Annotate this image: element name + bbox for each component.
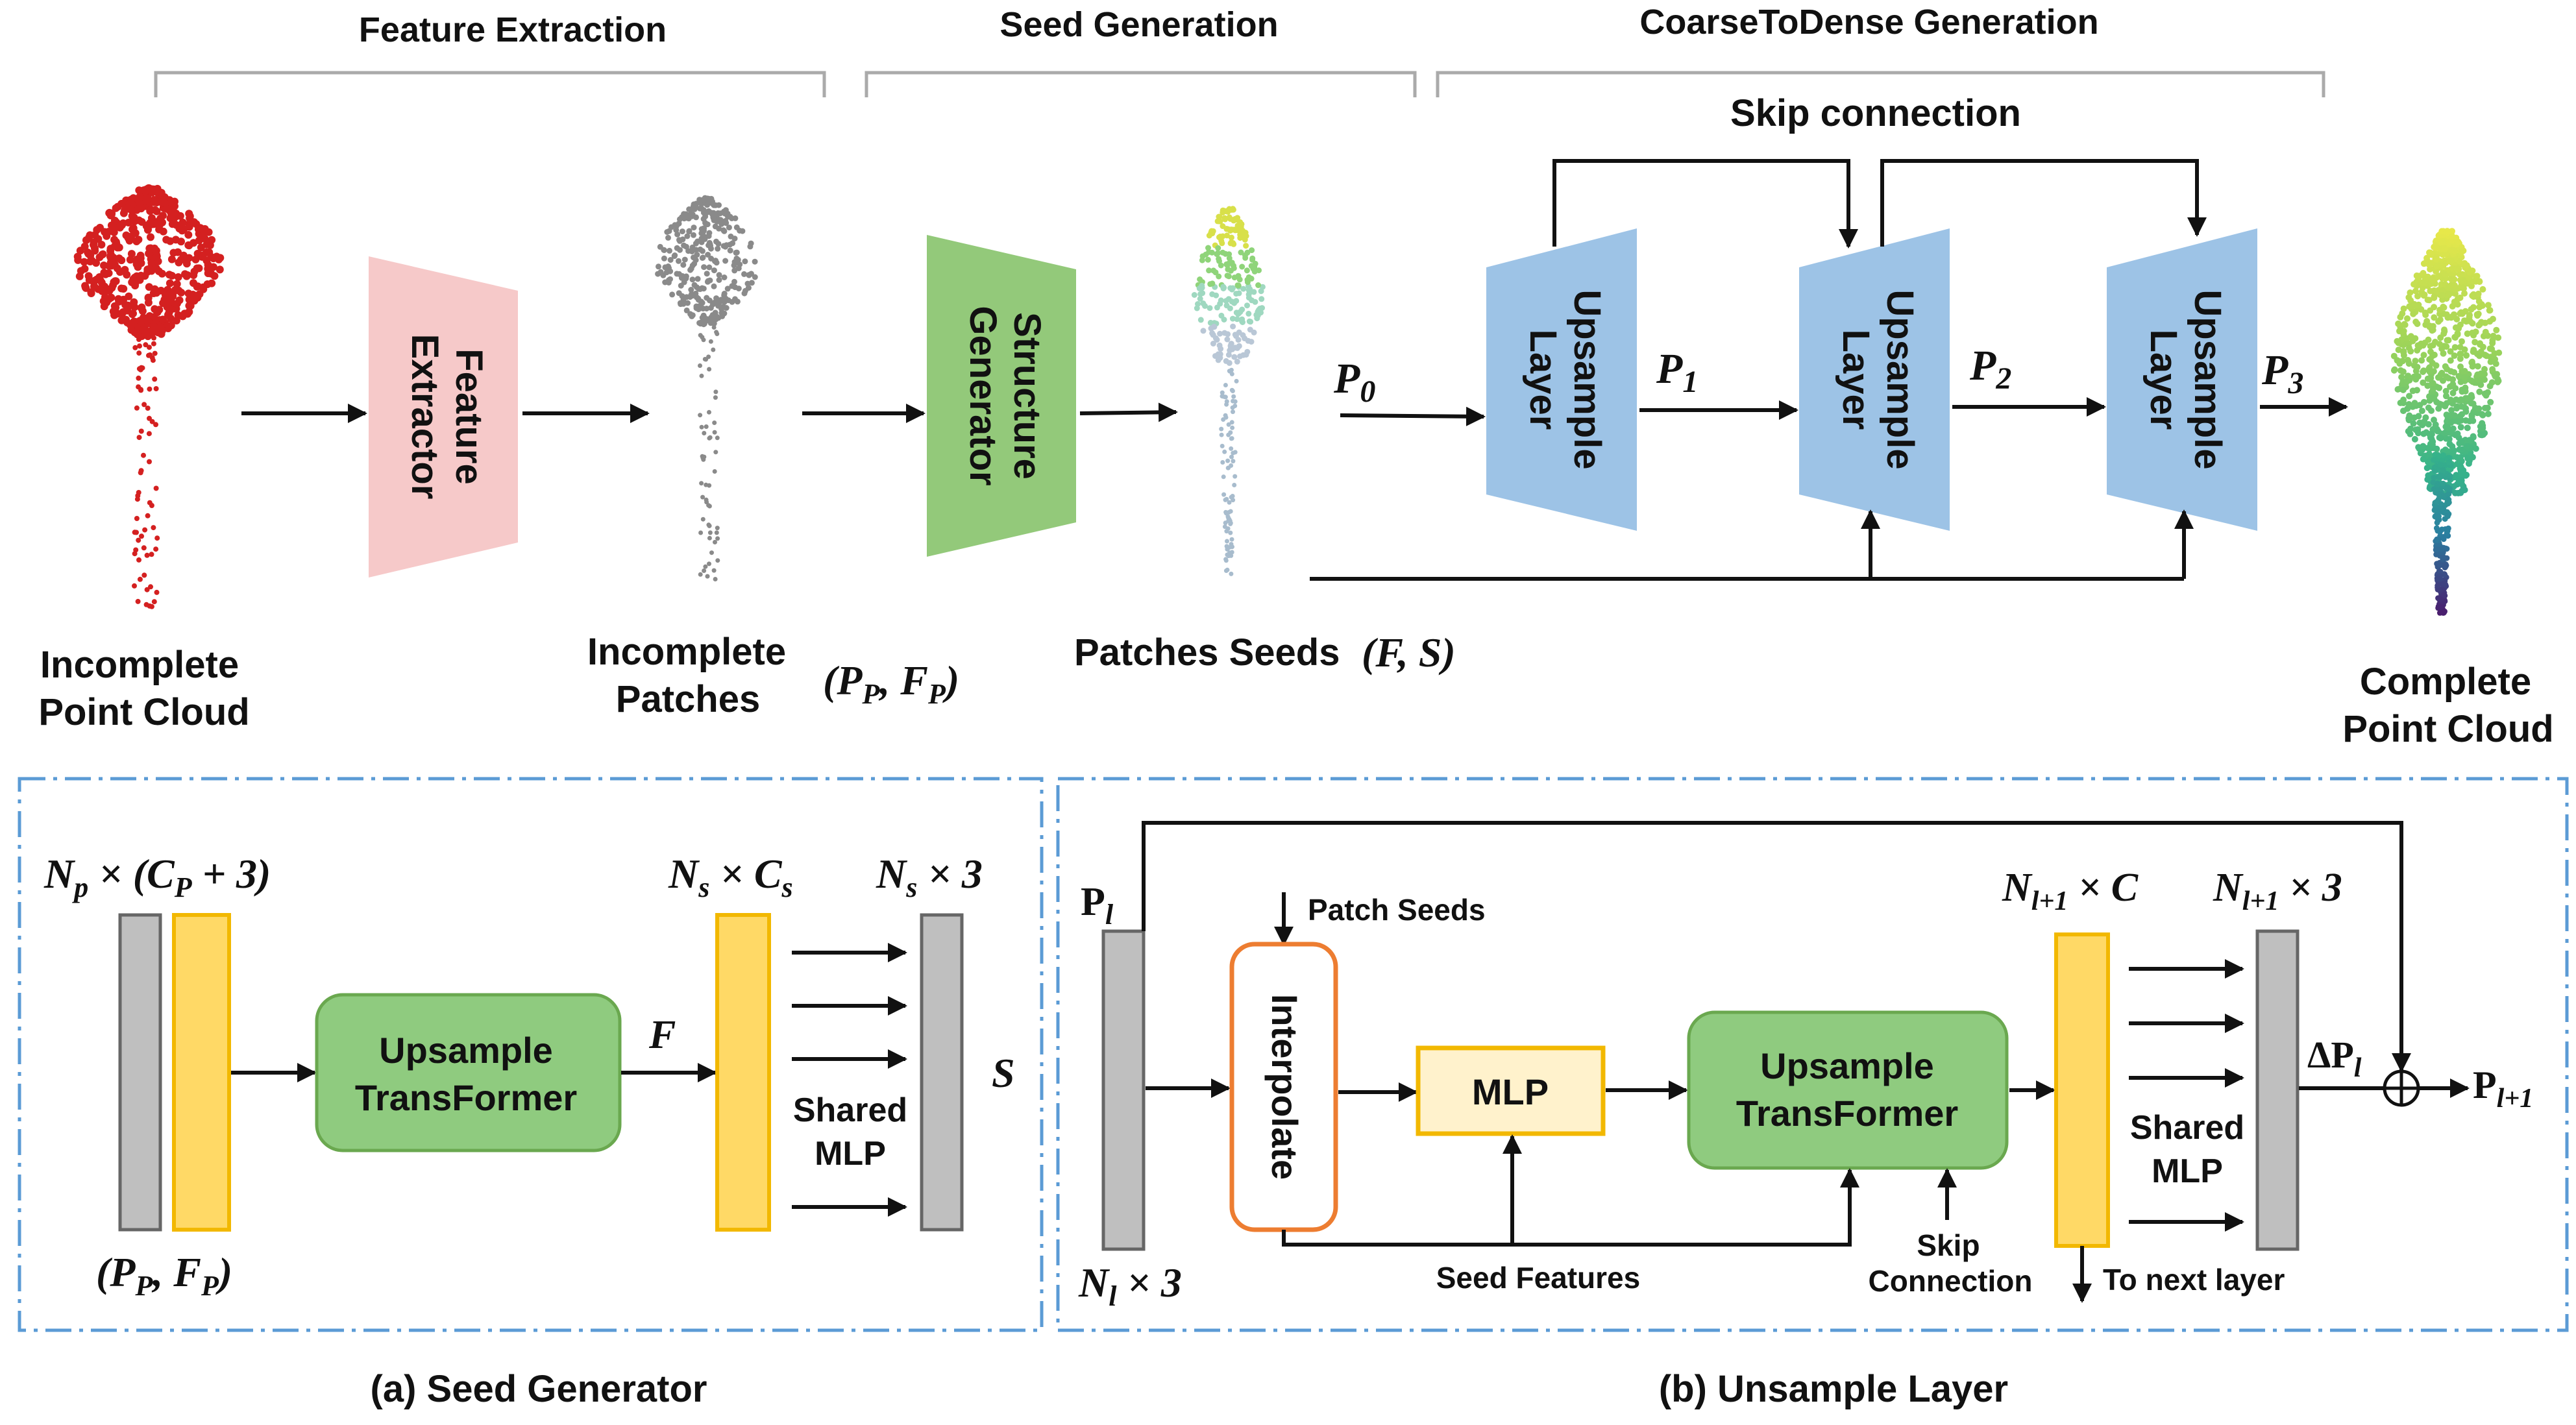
upsample-output-gray-bar <box>2255 929 2300 1251</box>
incomplete-patches-label-line2: Patches <box>616 678 760 720</box>
p3-label: P3 <box>2261 347 2303 400</box>
upsample-layer-3-label-line1: Upsample <box>2187 289 2229 469</box>
p2-label: P2 <box>1969 342 2011 396</box>
patches-seeds-cloud <box>1191 206 1266 576</box>
seed-shared-mlp-label-line1: Shared <box>793 1091 907 1129</box>
upsample-layer-2: Upsample Layer <box>1799 228 1950 531</box>
upsample-layer-1-label-line2: Layer <box>1522 330 1564 430</box>
nl3-label: Nl × 3 <box>1078 1260 1182 1312</box>
top-captions: Incomplete Point Cloud Incomplete Patche… <box>38 629 2553 750</box>
seed-features-label: Seed Features <box>1436 1261 1640 1295</box>
seed-input-gray-bar <box>118 913 162 1232</box>
nl1c-label: Nl+1 × C <box>2002 866 2139 916</box>
seed-shared-mlp-label-line2: MLP <box>815 1135 886 1173</box>
ns3-label: Ns × 3 <box>876 851 983 903</box>
p0-label: P0 <box>1333 355 1375 409</box>
seed-generator-panel: Np × (CP + 3) Upsample TransFormer F Ns … <box>18 777 1044 1410</box>
upsample-layer-panel: Pl Nl × 3 Patch Seeds Interpolate MLP Up… <box>1056 777 2569 1410</box>
structure-generator-label-line1: Structure <box>1006 312 1048 480</box>
seed-generator-panel-border <box>18 777 1044 1332</box>
feature-extractor-shape <box>369 256 518 578</box>
stage-label-feature-extraction: Feature Extraction <box>359 10 667 49</box>
pl-label: Pl <box>1081 880 1114 931</box>
arrow-generator-to-seeds <box>1079 402 1178 422</box>
upsample-transformer-label-line1: Upsample <box>1760 1045 1934 1086</box>
incomplete-point-cloud-label-line2: Point Cloud <box>38 691 249 733</box>
seed-transformer-label-line1: Upsample <box>379 1030 553 1071</box>
seed-transformer-box <box>315 993 622 1152</box>
p-labels: P0 P1 P2 P3 <box>1333 342 2303 409</box>
stage-label-seed-generation: Seed Generation <box>1000 5 1278 44</box>
sum-operator <box>2383 1069 2420 1107</box>
structure-generator-block: Structure Generator <box>927 235 1076 557</box>
arrow-p0 <box>1340 406 1486 426</box>
incomplete-point-cloud-label-line1: Incomplete <box>40 644 239 686</box>
interpolate-label: Interpolate <box>1264 994 1305 1180</box>
upsample-layer-caption: (b) Unsample Layer <box>1659 1368 2008 1410</box>
complete-point-cloud-label-line1: Complete <box>2360 661 2531 703</box>
upsample-layer-3: Upsample Layer <box>2107 228 2257 531</box>
upsample-feature-yellow-bar <box>2054 932 2110 1248</box>
seed-input-yellow-bar <box>172 913 231 1232</box>
feature-extractor-label-line1: Feature <box>448 348 490 485</box>
skip-connection-line-2 <box>1880 159 2207 247</box>
upsample-shared-mlp-label-line1: Shared <box>2130 1109 2244 1147</box>
incomplete-patches-label-line1: Incomplete <box>587 631 786 673</box>
patches-tuple-label: (PP, FP) <box>823 657 959 710</box>
pl1-label: Pl+1 <box>2473 1064 2533 1114</box>
s-label: S <box>992 1050 1015 1096</box>
residual-path <box>1142 821 2411 1073</box>
skip-connection-label: Skip connection <box>1730 92 2021 134</box>
structure-generator-shape <box>927 235 1076 557</box>
to-next-layer-label: To next layer <box>2103 1263 2285 1297</box>
mlp-box <box>1416 1045 1606 1136</box>
seed-transformer-label-line2: TransFormer <box>355 1077 577 1118</box>
feature-extractor-block: Feature Extractor <box>369 256 518 578</box>
seed-bottom-tuple-label: (PP, FP) <box>96 1249 232 1302</box>
bracket-coarse-to-dense <box>1436 71 2325 97</box>
upsample-layer-3-shape <box>2107 228 2257 531</box>
bracket-feature-extraction <box>154 71 826 97</box>
stage-headers: Feature Extraction Seed Generation Coars… <box>154 3 2325 97</box>
patches-seeds-label: Patches Seeds <box>1074 631 1340 674</box>
seed-feature-yellow-bar <box>715 913 771 1232</box>
skip-connection-line-1 <box>1552 159 1858 249</box>
p1-label: P1 <box>1656 345 1698 399</box>
seed-output-gray-bar <box>920 913 964 1232</box>
bracket-seed-generation <box>865 71 1417 97</box>
upsample-shared-mlp-label-line2: MLP <box>2152 1152 2223 1190</box>
ns-cs-label: Ns × Cs <box>668 851 793 903</box>
upsample-layer-3-label-line2: Layer <box>2142 330 2185 430</box>
top-pipeline-arrows <box>241 159 2348 581</box>
seed-input-dim-label: Np × (CP + 3) <box>43 851 271 903</box>
upsample-transformer-label-line2: TransFormer <box>1736 1093 1958 1134</box>
seed-generator-caption: (a) Seed Generator <box>371 1368 707 1410</box>
skip-connection-label-line1: Skip <box>1917 1228 1980 1262</box>
upsample-panel-border <box>1056 777 2569 1332</box>
upsample-layer-2-label-line2: Layer <box>1835 330 1877 430</box>
upsample-input-gray-bar <box>1101 929 1146 1251</box>
complete-point-cloud <box>2390 228 2503 616</box>
incomplete-patches-cloud <box>655 195 758 581</box>
upsample-layer-2-label-line1: Upsample <box>1879 289 1921 469</box>
feature-extractor-label-line2: Extractor <box>404 334 446 500</box>
seed-features-line <box>1282 1168 1859 1247</box>
upsample-layer-2-shape <box>1799 228 1950 531</box>
upsample-transformer-box <box>1687 1010 2009 1170</box>
skip-connection-label-line2: Connection <box>1869 1264 2033 1298</box>
seeds-tuple-label: (F, S) <box>1362 629 1456 676</box>
f-label: F <box>648 1013 676 1057</box>
stage-label-coarse-to-dense: CoarseToDense Generation <box>1639 3 2098 42</box>
upsample-layer-1: Upsample Layer <box>1486 228 1637 531</box>
upsample-layer-1-shape <box>1486 228 1637 531</box>
upsample-layer-1-label-line1: Upsample <box>1566 289 1608 469</box>
structure-generator-label-line2: Generator <box>962 306 1004 485</box>
nl13-label: Nl+1 × 3 <box>2213 866 2342 916</box>
mlp-label: MLP <box>1472 1071 1549 1112</box>
incomplete-point-cloud <box>73 184 225 609</box>
delta-pl-label: ΔPl <box>2307 1034 2362 1083</box>
complete-point-cloud-label-line2: Point Cloud <box>2342 708 2553 750</box>
patch-seeds-label: Patch Seeds <box>1308 893 1486 927</box>
